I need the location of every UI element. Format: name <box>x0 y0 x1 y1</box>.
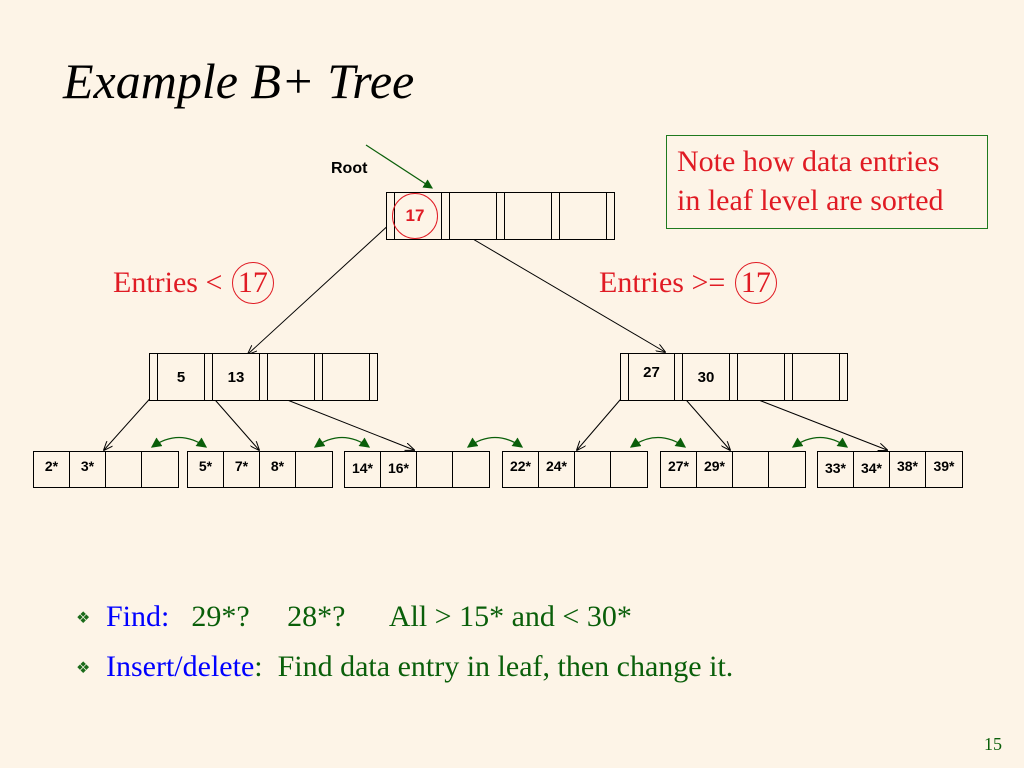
sibling-link-5 <box>791 436 849 448</box>
inner-key-5: 5 <box>158 354 205 400</box>
leaf-entry: 29* <box>697 452 733 487</box>
leaf-entry: 34* <box>854 452 890 487</box>
root-key-17: 17 <box>392 193 438 239</box>
leaf-entry: 27* <box>661 452 697 487</box>
sibling-link-1 <box>150 436 208 448</box>
sibling-link-4 <box>629 436 687 448</box>
find-text: 29*? 28*? All > 15* and < 30* <box>191 600 632 633</box>
insert-text: : Find data entry in leaf, then change i… <box>254 650 734 683</box>
entries-right-label: Entries >= 17 <box>599 262 777 304</box>
inner-key-13: 13 <box>213 354 260 400</box>
leaf-entry: 24* <box>539 452 575 487</box>
diamond-bullet-icon: ❖ <box>76 657 91 677</box>
leaf-entry <box>453 452 489 487</box>
leaf-entry: 2* <box>34 452 70 487</box>
leaf-node: 27* 29* <box>660 451 806 488</box>
leaf-node: 14* 16* <box>344 451 490 488</box>
leaf-entry: 14* <box>345 452 381 487</box>
leaf-entry: 39* <box>933 458 955 474</box>
leaf-entry: 22* <box>503 452 539 487</box>
leaf-entry <box>733 452 769 487</box>
sibling-link-3 <box>466 436 524 448</box>
sibling-link-2 <box>313 436 371 448</box>
entries-right-text: Entries >= <box>599 266 726 299</box>
note-line-1: Note how data entries <box>677 145 940 178</box>
leaf-entry <box>296 452 332 487</box>
inner-node-left: 5 13 <box>149 353 378 401</box>
entries-left-label: Entries < 17 <box>113 262 274 304</box>
entries-right-key: 17 <box>734 262 777 304</box>
bullet-find: ❖ Find: 29*? 28*? All > 15* and < 30* <box>76 592 733 642</box>
leaf-node: 33* 34* 38* 39* <box>817 451 963 488</box>
note-line-2: in leaf level are sorted <box>677 184 944 217</box>
leaf-entry <box>417 452 453 487</box>
edge-leaf-1 <box>104 392 156 450</box>
leaf-entry: 7* <box>224 452 260 487</box>
leaf-entry: 8* <box>260 452 296 487</box>
edge-root-left <box>248 221 393 354</box>
leaf-entry <box>106 452 142 487</box>
inner-key-27: 27 <box>629 354 675 400</box>
inner-key-30: 30 <box>683 354 730 400</box>
root-pointer-arrow <box>365 144 434 189</box>
edge-leaf-4 <box>577 392 627 450</box>
bullet-insert: ❖ Insert/delete : Find data entry in lea… <box>76 642 733 692</box>
leaf-entry: 38* <box>890 452 926 487</box>
leaf-entry <box>611 452 647 487</box>
edge-leaf-5 <box>679 392 730 450</box>
leaf-entry <box>575 452 611 487</box>
bullet-list: ❖ Find: 29*? 28*? All > 15* and < 30* ❖ … <box>76 592 733 692</box>
leaf-node: 2* 3* <box>33 451 179 488</box>
diamond-bullet-icon: ❖ <box>76 607 91 627</box>
find-label: Find: <box>106 600 170 633</box>
slide-title: Example B+ Tree <box>63 53 415 109</box>
leaf-node: 22* 24* <box>502 451 648 488</box>
leaf-entry: 3* <box>70 452 106 487</box>
edge-root-right <box>443 221 665 352</box>
edge-leaf-2 <box>208 392 259 450</box>
leaf-entry: 5* <box>188 452 224 487</box>
leaf-entry: 33* <box>818 452 854 487</box>
entries-left-text: Entries < <box>113 266 223 299</box>
entries-left-key: 17 <box>231 262 274 304</box>
insert-label: Insert/delete <box>106 650 255 683</box>
leaf-entry <box>142 452 178 487</box>
root-label: Root <box>331 160 368 177</box>
leaf-entry: 16* <box>381 452 417 487</box>
leaf-entry <box>769 452 805 487</box>
note-box: Note how data entries in leaf level are … <box>666 135 988 229</box>
inner-node-right: 27 30 <box>620 353 848 401</box>
slide-number: 15 <box>984 734 1002 754</box>
leaf-node: 5* 7* 8* <box>187 451 333 488</box>
